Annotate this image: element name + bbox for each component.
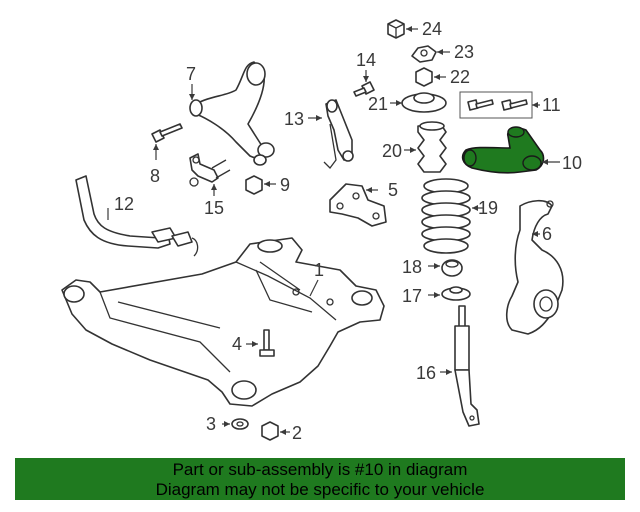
banner-line-1: Part or sub-assembly is #10 in diagram [172,460,468,479]
parts-diagram: 24 23 22 21 11 20 10 [61,19,582,443]
part-15-stabilizer-link [189,153,231,187]
part-3-washer [231,418,249,430]
part-2-nut [261,421,279,441]
callout-18[interactable]: 18 [402,257,422,277]
callout-4[interactable]: 4 [232,334,242,354]
callout-8[interactable]: 8 [150,166,160,186]
callout-16[interactable]: 16 [416,363,436,383]
callout-6[interactable]: 6 [542,224,552,244]
part-14-bolt [353,81,375,97]
callout-10[interactable]: 10 [562,153,582,173]
callout-13[interactable]: 13 [284,109,304,129]
callout-1[interactable]: 1 [314,260,324,280]
part-6-knuckle [505,199,564,335]
banner-line-2: Diagram may not be specific to your vehi… [155,480,485,499]
leader-arrowheads [153,26,548,435]
part-22-nut [415,67,433,87]
callout-12[interactable]: 12 [114,194,134,214]
callout-7[interactable]: 7 [186,64,196,84]
part-17-insulator [441,286,471,301]
part-11-bolts [459,91,533,119]
callout-17[interactable]: 17 [402,286,422,306]
part-12-stabilizer-bar [75,175,199,257]
callout-5[interactable]: 5 [388,180,398,200]
callout-24[interactable]: 24 [422,19,442,39]
part-8-bolt [151,123,183,143]
callout-22[interactable]: 22 [450,67,470,87]
callout-19[interactable]: 19 [478,198,498,218]
part-20-bump-stop [417,121,447,173]
part-18-spring-seat [441,259,463,277]
callout-14[interactable]: 14 [356,50,376,70]
part-23-mount-bracket [411,45,437,63]
part-4-bolt [259,329,275,357]
part-10-upper-control-arm[interactable] [461,126,545,174]
part-1-subframe [61,237,385,407]
part-9-nut [245,175,263,195]
part-19-coil-spring [421,178,471,254]
info-banner: Part or sub-assembly is #10 in diagram D… [15,458,625,500]
callout-20[interactable]: 20 [382,141,402,161]
callout-23[interactable]: 23 [454,42,474,62]
part-13-link [323,99,354,169]
callout-15[interactable]: 15 [204,198,224,218]
part-5-bracket [329,183,387,227]
callout-2[interactable]: 2 [292,423,302,443]
callout-11[interactable]: 11 [542,95,561,115]
callout-3[interactable]: 3 [206,414,216,434]
part-21-strut-mount [401,92,447,113]
part-24-nut [387,19,405,39]
part-7-lower-control-arm [189,61,275,166]
part-16-strut [454,305,480,427]
callout-21[interactable]: 21 [368,94,388,114]
callout-9[interactable]: 9 [280,175,290,195]
